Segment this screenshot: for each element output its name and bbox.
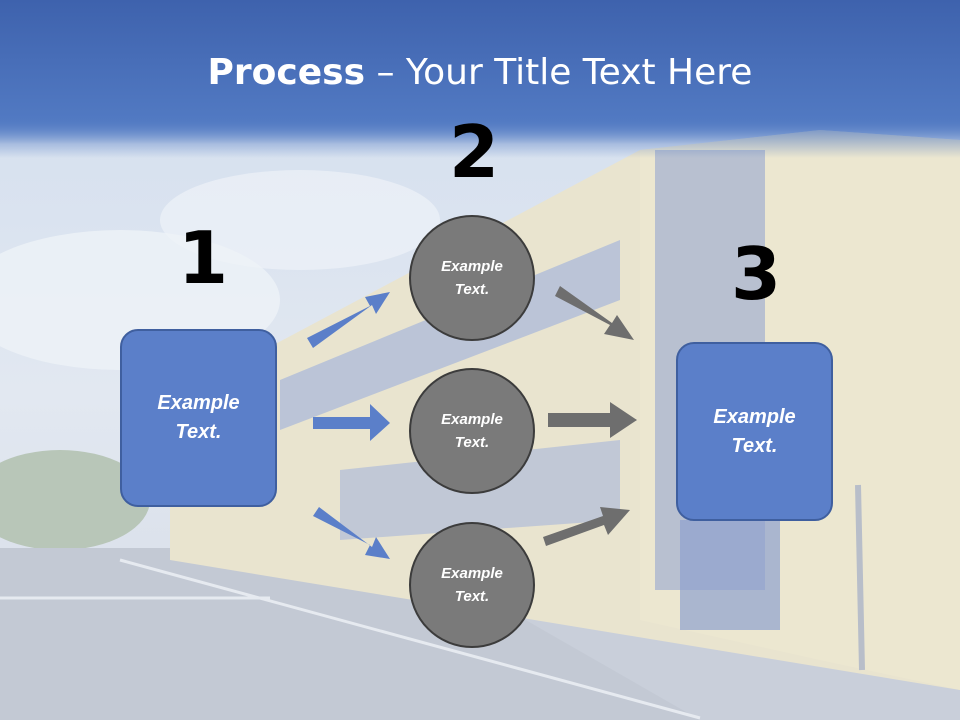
box-text-line2: Text. xyxy=(731,434,778,457)
circle-text-line2: Text. xyxy=(454,281,490,298)
box-text-line2: Text. xyxy=(175,421,222,443)
box-text-line1: Example xyxy=(157,392,240,414)
circle-text-line1: Example xyxy=(441,258,503,275)
circle-text-line1: Example xyxy=(441,565,503,582)
blue-arrows xyxy=(307,292,390,559)
arrow-right-blue xyxy=(313,404,390,441)
arrow-down-right-gray xyxy=(555,286,634,340)
title-rest: – Your Title Text Here xyxy=(365,52,753,93)
arrow-down-right-blue xyxy=(313,507,390,559)
box-text-line1: Example xyxy=(713,405,796,428)
step-number-2: 2 xyxy=(449,110,500,194)
step-number-1: 1 xyxy=(178,216,229,300)
gray-arrows xyxy=(543,286,637,546)
arrow-up-right-gray xyxy=(543,507,630,546)
arrow-up-right-blue xyxy=(307,292,390,348)
title-bold: Process xyxy=(207,52,366,93)
step-number-3: 3 xyxy=(731,232,782,316)
circle-text-line1: Example xyxy=(441,411,503,428)
page-title: Process – Your Title Text Here xyxy=(0,52,960,93)
circle-text-line2: Text. xyxy=(454,588,490,605)
arrow-right-gray xyxy=(548,402,637,438)
circle-text-line2: Text. xyxy=(454,434,490,451)
